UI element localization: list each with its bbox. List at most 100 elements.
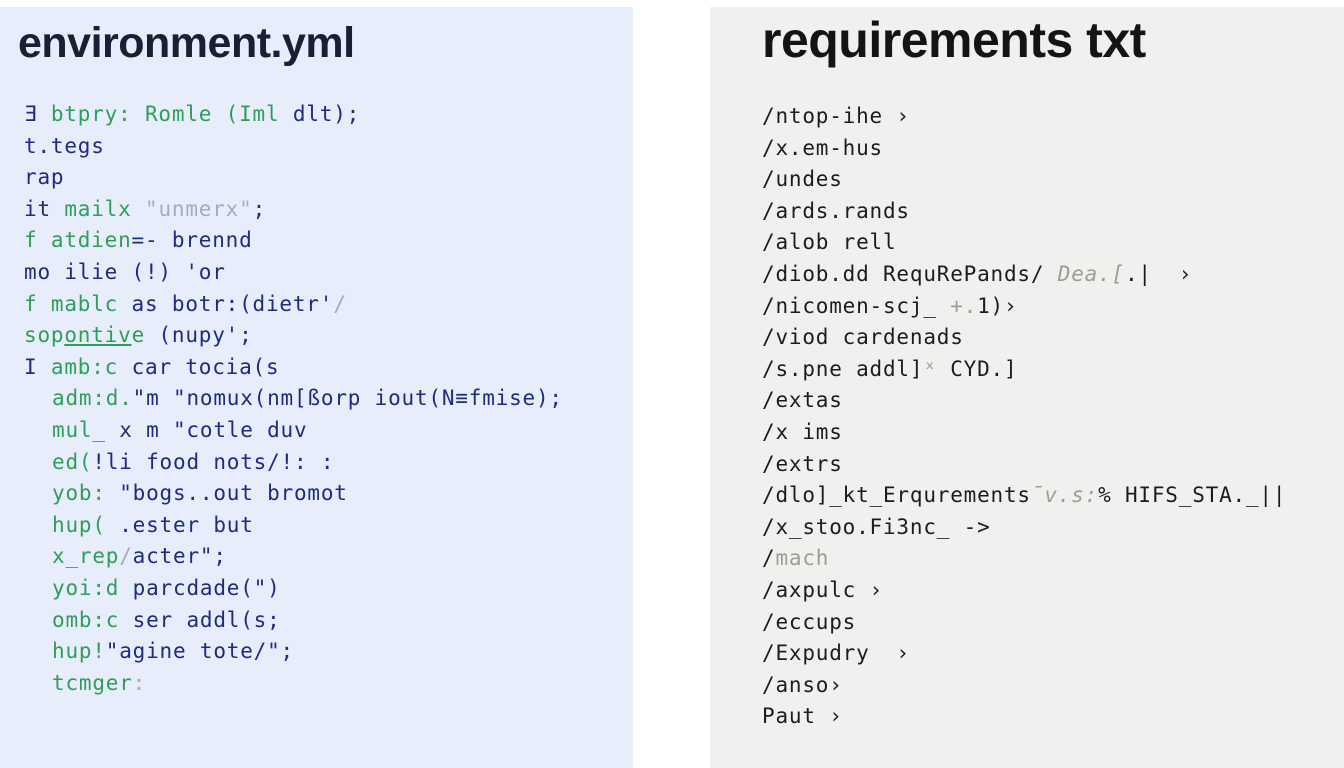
code-token: mailx <box>64 196 146 221</box>
code-token: hup( <box>52 512 106 537</box>
code-token: /extas <box>762 388 843 413</box>
code-token: /nicomen-scj_ <box>762 293 951 318</box>
code-line: f mablc as botr:(dietr'/ <box>24 289 563 321</box>
code-token: mach <box>775 546 830 571</box>
code-token: .ester but <box>105 512 254 537</box>
code-token: /ards.rands <box>762 198 910 223</box>
code-token: /x.em-hus <box>762 135 883 160</box>
code-token: !li food nots/!: : <box>92 449 335 474</box>
code-token: /x ims <box>762 419 843 444</box>
code-token: .| › <box>1124 261 1193 286</box>
code-token: tcmger <box>52 670 133 695</box>
code-line: /axpulc › <box>762 575 1286 607</box>
code-token: Ǝ <box>24 102 51 126</box>
code-token: "agine tote/"; <box>105 639 294 664</box>
code-line: /alob rell <box>762 227 1286 259</box>
code-token: I <box>24 354 51 379</box>
code-token: ontiv <box>64 323 132 348</box>
code-token: f atdien <box>24 228 132 253</box>
code-line: /anso› <box>762 670 1286 702</box>
code-line: t.tegs <box>24 131 563 163</box>
code-token: /diob.dd RequRePands/ <box>762 261 1058 286</box>
code-token: : <box>132 670 147 695</box>
code-line: hup!"agine tote/"; <box>24 636 563 668</box>
code-line: /dlo]_kt_Erqurementsˉv.s:% HIFS_STA._|| <box>762 480 1286 512</box>
code-line: /viod cardenads <box>762 322 1286 354</box>
code-line: yoi:d parcdade(") <box>24 573 563 605</box>
code-line: sopontive (nupy'; <box>24 320 563 352</box>
code-token: /eccups <box>762 609 857 634</box>
code-token: "unmerx" <box>145 196 253 221</box>
code-line: it mailx "unmerx"; <box>24 194 563 226</box>
code-token: it <box>24 196 65 221</box>
code-line: yob: "bogs..out bromot <box>24 478 563 510</box>
requirements-txt-title: requirements txt <box>762 12 1146 68</box>
code-token: /Expudry › <box>762 641 910 666</box>
code-token: Dea.[ <box>1057 261 1125 286</box>
code-line: mo ilie (!) 'or <box>24 257 563 289</box>
code-token: yob: <box>52 481 120 506</box>
environment-yml-panel: environment.yml Ǝ btpry: Romle (Iml dlt)… <box>0 7 633 768</box>
code-token: "bogs..out bromot <box>119 481 348 506</box>
code-line: /undes <box>762 164 1286 196</box>
code-token: / <box>119 544 133 569</box>
code-line: /s.pne addl]ˣ CYD.] <box>762 354 1286 386</box>
code-token: parcdade(") <box>132 575 281 600</box>
code-token: x_rep <box>52 544 120 569</box>
code-token: ser addl(s; <box>132 607 281 632</box>
code-line: /nicomen-scj_ +.1)› <box>762 291 1286 323</box>
code-token: /dlo]_kt_Erqurements <box>762 483 1031 508</box>
code-token: (nupy'; <box>145 323 253 348</box>
code-line: /extas <box>762 385 1286 417</box>
code-token: f mablc <box>24 291 132 316</box>
code-line: f atdien=- brennd <box>24 225 563 257</box>
code-token: /anso› <box>762 672 843 697</box>
code-line: /Expudry › <box>762 638 1286 670</box>
code-line: ed(!li food nots/!: : <box>24 447 563 479</box>
code-line: /x_stoo.Fi3nc_ -> <box>762 512 1286 544</box>
requirements-txt-code: /ntop-ihe ›/x.em-hus/undes/ards.rands/al… <box>762 101 1286 733</box>
code-token: e <box>131 323 146 348</box>
code-line: /ntop-ihe › <box>762 101 1286 133</box>
code-line: /eccups <box>762 607 1286 639</box>
code-token: dlt); <box>292 102 361 126</box>
code-line: mul_ x m "cotle duv <box>24 415 563 447</box>
code-token: +. <box>950 293 978 318</box>
code-token: yoi:d <box>52 575 133 600</box>
code-line: adm:d."m "nomux(nm[ßorp iout(N≡fmise); <box>24 383 563 415</box>
code-token: /alob rell <box>762 230 897 255</box>
requirements-txt-panel: requirements txt /ntop-ihe ›/x.em-hus/un… <box>710 7 1344 768</box>
code-token: rap <box>24 165 65 190</box>
code-line: /x.em-hus <box>762 133 1286 165</box>
code-line: /ards.rands <box>762 196 1286 228</box>
code-token: ed( <box>52 449 93 474</box>
code-token: acter"; <box>132 544 227 569</box>
code-line: I amb:c car tocia(s <box>24 352 563 384</box>
code-line: rap <box>24 162 563 194</box>
code-line: /mach <box>762 543 1286 575</box>
code-token: % HIFS_STA._|| <box>1098 483 1287 508</box>
code-token: adm:d. <box>52 386 133 411</box>
code-token: / <box>762 546 776 571</box>
code-line: Ǝ btpry: Romle (Iml dlt); <box>24 99 563 131</box>
code-line: /x ims <box>762 417 1286 449</box>
code-token: =- brennd <box>131 228 253 253</box>
code-token: / <box>333 291 347 316</box>
code-line: /extrs <box>762 449 1286 481</box>
code-line: omb:c ser addl(s; <box>24 605 563 637</box>
code-token: as botr:(dietr' <box>131 291 334 316</box>
code-line: hup( .ester but <box>24 510 563 542</box>
code-token: /axpulc › <box>762 577 883 602</box>
code-line: Paut › <box>762 701 1286 733</box>
code-token: x m "cotle duv <box>119 417 308 442</box>
environment-yml-title: environment.yml <box>18 19 355 67</box>
code-token: mo ilie (!) 'or <box>24 259 226 284</box>
code-token: 1)› <box>977 293 1018 318</box>
code-token: car tocia(s <box>131 354 280 379</box>
code-token: ; <box>252 196 267 221</box>
code-token: t.tegs <box>24 133 105 158</box>
code-token: amb:c <box>50 354 132 379</box>
code-token: /extrs <box>762 451 843 476</box>
code-token: hup! <box>52 639 106 664</box>
code-token: ˉv.s: <box>1030 483 1099 508</box>
